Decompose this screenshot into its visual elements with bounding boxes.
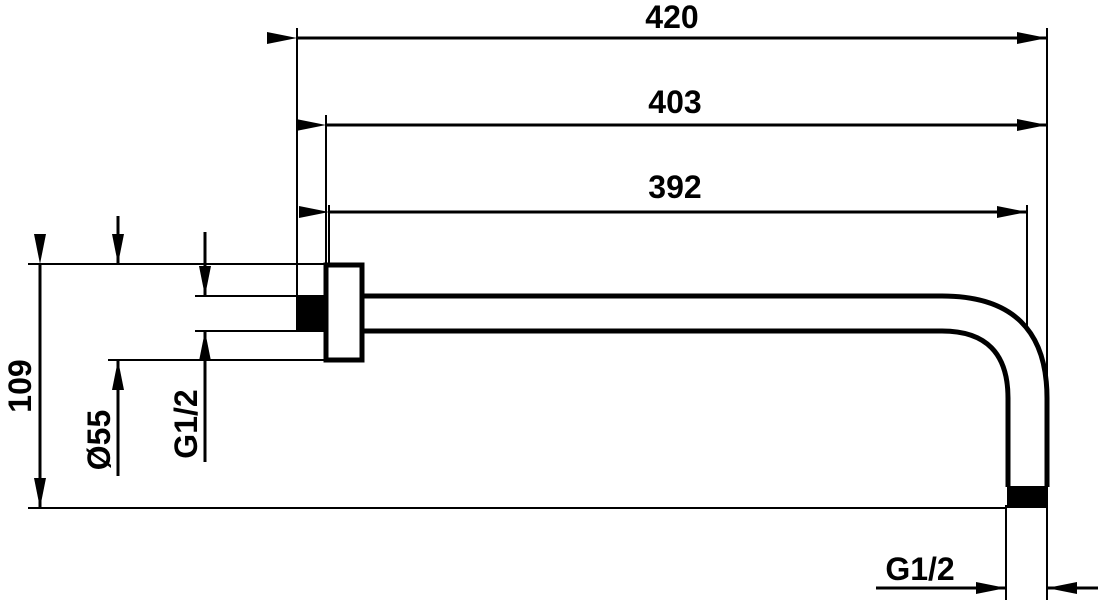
extension-lines: [28, 28, 1048, 600]
dim-text-420: 420: [645, 0, 698, 35]
dim-text-392: 392: [648, 169, 701, 205]
wall-flange: [323, 262, 365, 363]
dim-text-403: 403: [648, 84, 701, 120]
dim-text-flange-diameter: Ø55: [81, 410, 117, 470]
wall-thread-connector: [296, 295, 327, 332]
outlet-thread-connector: [1007, 486, 1048, 508]
dim-text-wall-thread: G1/2: [168, 389, 204, 458]
shower-arm-pipe: [362, 293, 1050, 487]
dim-text-outlet-thread: G1/2: [885, 551, 954, 587]
dim-text-109: 109: [2, 359, 38, 412]
